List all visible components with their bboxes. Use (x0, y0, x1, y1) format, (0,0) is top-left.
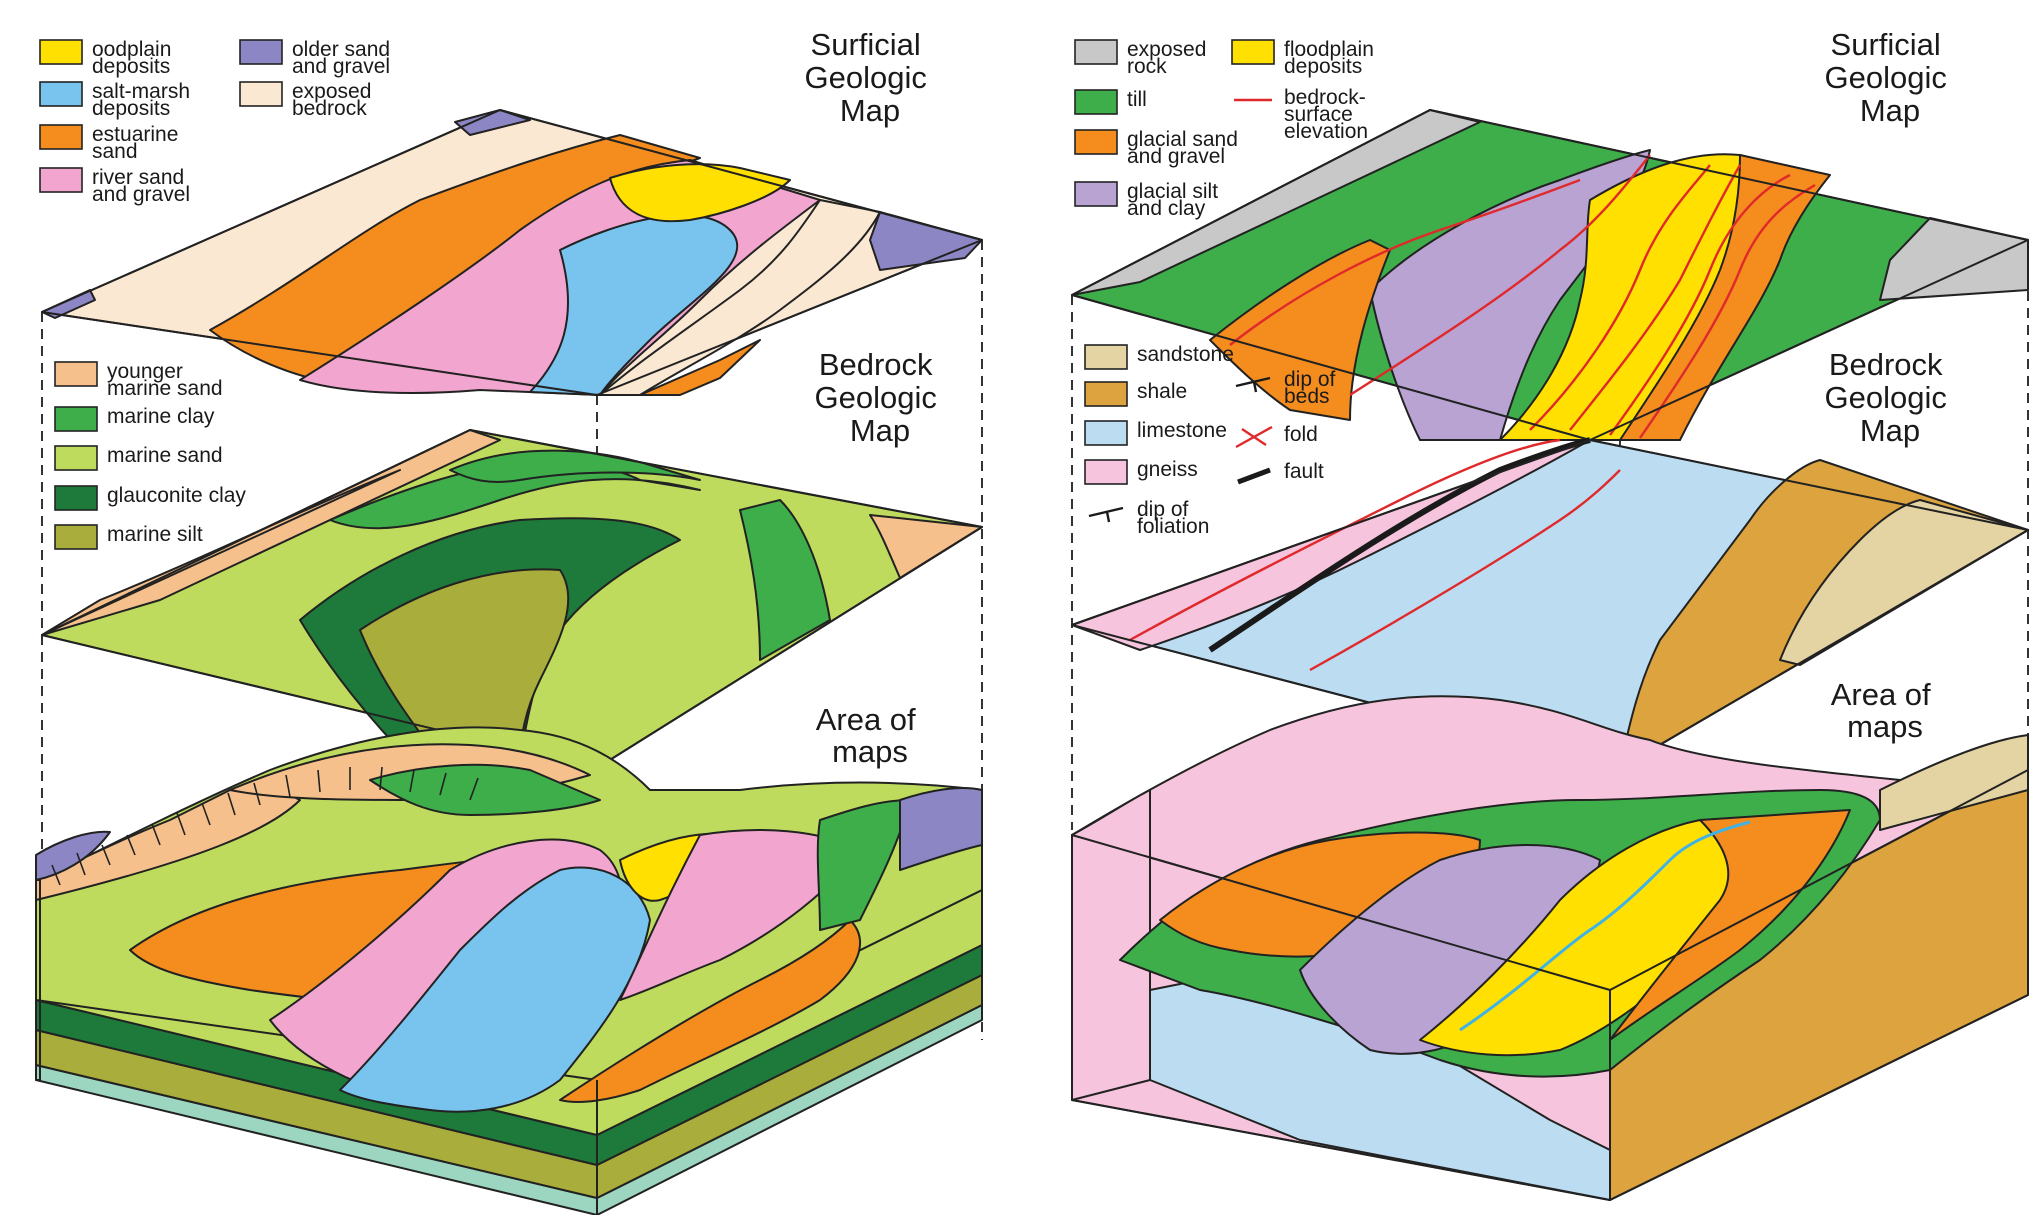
leftBed-label-2: marine sand (107, 444, 223, 467)
right-surficial-slab (1071, 109, 2029, 441)
rightBed-swatch-0 (1084, 344, 1128, 370)
right-bedrock-title: Bedrock Geologic Map (1825, 347, 1956, 448)
rightBed-swatch-7 (1237, 467, 1271, 485)
left-bedrock-slab (41, 429, 983, 769)
rightBed-label-0: sandstone (1137, 343, 1234, 366)
leftSurf-swatch-5 (239, 81, 283, 107)
right-area-block (1071, 695, 2029, 1201)
rightBed-swatch-3 (1084, 459, 1128, 485)
rightSurf-swatch-3 (1074, 181, 1118, 207)
rightBed-label-3: gneiss (1137, 458, 1198, 481)
rightBed-swatch-6 (1235, 425, 1273, 449)
leftBed-swatch-0 (54, 361, 98, 387)
rightSurf-swatch-0 (1074, 39, 1118, 65)
leftBed-label-3: glauconite clay (107, 484, 246, 507)
rightSurf-swatch-2 (1074, 129, 1118, 155)
right-surficial-title: Surficial Geologic Map (1825, 27, 1956, 128)
leftSurf-swatch-3 (39, 167, 83, 193)
rightBed-label-1: shale (1137, 380, 1187, 403)
left-area-title: Area of maps (816, 702, 925, 769)
leftBed-swatch-4 (54, 524, 98, 550)
leftBed-label-1: marine clay (107, 405, 215, 428)
leftSurf-swatch-4 (239, 39, 283, 65)
rightSurf-swatch-4 (1231, 39, 1275, 65)
rightSurf-swatch-1 (1074, 89, 1118, 115)
right-area-title: Area of maps (1831, 677, 1940, 744)
rightBed-swatch-5 (1235, 376, 1271, 393)
leftSurf-swatch-0 (39, 39, 83, 65)
left-bedrock-title: Bedrock Geologic Map (815, 347, 946, 448)
leftSurf-swatch-2 (39, 124, 83, 150)
left-area-block (35, 726, 983, 1215)
leftBed-swatch-1 (54, 406, 98, 432)
rightBed-label-2: limestone (1137, 419, 1227, 442)
leftSurf-swatch-1 (39, 81, 83, 107)
rightBed-swatch-4 (1088, 506, 1124, 523)
rightSurf-label-1: till (1127, 88, 1147, 111)
rightBed-label-6: fold (1284, 423, 1318, 446)
leftBed-swatch-3 (54, 485, 98, 511)
rightBed-swatch-2 (1084, 420, 1128, 446)
left-surficial-title: Surficial Geologic Map (805, 27, 936, 128)
right-bedrock-slab (1071, 437, 2029, 769)
leftBed-label-4: marine silt (107, 523, 203, 546)
rightBed-swatch-1 (1084, 381, 1128, 407)
left-surficial-slab (41, 109, 983, 396)
rightBed-label-7: fault (1284, 460, 1324, 483)
leftBed-swatch-2 (54, 445, 98, 471)
